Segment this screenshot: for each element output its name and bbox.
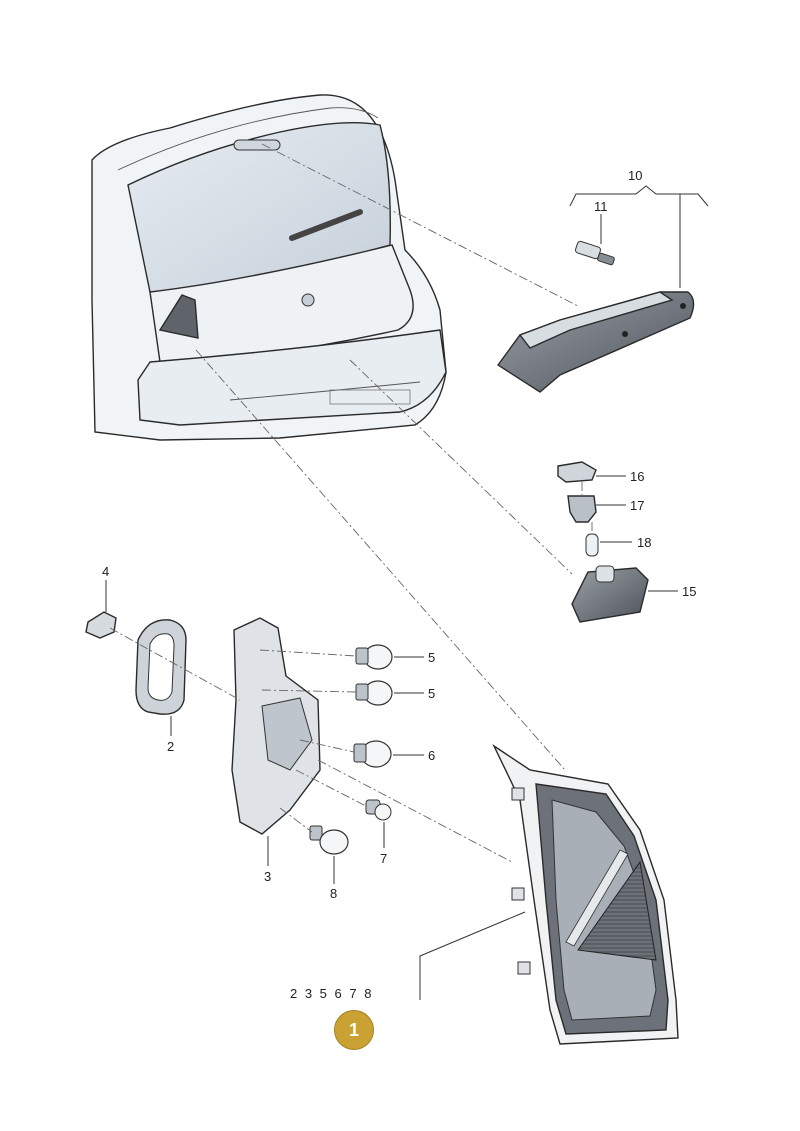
tailgate-handle	[301, 293, 315, 307]
callout-label: 1	[348, 1019, 359, 1040]
label-part-18: 18	[637, 535, 651, 550]
high-brake-light-top	[518, 291, 674, 349]
label-part-11: 11	[594, 199, 608, 214]
bulb-5a	[355, 644, 393, 670]
label-part-6: 6	[428, 748, 435, 763]
bulb-5b	[355, 680, 393, 706]
label-part-5a: 5	[428, 650, 435, 665]
high-brake-light-assembly	[496, 291, 695, 393]
license-plate-light-group	[557, 461, 649, 623]
label-part-16: 16	[630, 469, 644, 484]
label-part-3: 3	[264, 869, 271, 884]
tail-light-inner	[551, 799, 657, 1021]
mount-tab	[511, 887, 525, 901]
part-number-labels: 10 11 16 17 18 15 4 2 5 5 6 3 7 8	[102, 168, 696, 901]
included-parts-list: 2 3 5 6 7 8	[290, 986, 372, 1001]
high-brake-light-slot	[233, 139, 281, 151]
label-part-5b: 5	[428, 686, 435, 701]
mount-hole	[680, 303, 686, 309]
plastic-nut	[85, 611, 117, 639]
tail-light-chrome-strip	[565, 849, 629, 947]
mount-hole	[622, 331, 628, 337]
mount-tab	[517, 961, 531, 975]
label-part-8: 8	[330, 886, 337, 901]
connector-tip	[597, 252, 615, 266]
lamp-lens	[595, 565, 615, 583]
label-part-4: 4	[102, 564, 109, 579]
roof-spoiler	[117, 107, 379, 171]
bulb-socket	[567, 495, 597, 523]
connector-body	[575, 240, 601, 260]
left-tail-light-on-car	[158, 294, 199, 339]
wedge-bulb	[585, 533, 599, 557]
license-plate-recess	[329, 389, 411, 405]
main-part-callout-1[interactable]: 1	[334, 1010, 374, 1050]
label-part-15: 15	[682, 584, 696, 599]
wiring-connector	[575, 240, 615, 266]
tail-light-reflector	[577, 860, 657, 961]
bulb-7	[365, 799, 392, 821]
rear-light-internals	[85, 611, 393, 855]
car-rear-illustration	[91, 94, 447, 441]
label-part-10: 10	[628, 168, 642, 183]
bulb-8	[309, 825, 349, 855]
leader-lines	[105, 185, 709, 1000]
tail-light-assembly	[492, 743, 679, 1045]
bulb-6	[353, 740, 392, 768]
lamp-holder	[557, 461, 597, 483]
rear-wiper	[289, 209, 363, 241]
license-plate-lamp	[571, 567, 649, 623]
rear-bumper	[137, 329, 447, 426]
assembly-lines	[109, 143, 593, 863]
bumper-crease	[229, 381, 421, 401]
mount-tab	[511, 787, 525, 801]
label-part-7: 7	[380, 851, 387, 866]
bulb-carrier-detail	[261, 697, 313, 771]
label-part-17: 17	[630, 498, 644, 513]
label-part-2: 2	[167, 739, 174, 754]
gasket-inner	[147, 633, 175, 701]
